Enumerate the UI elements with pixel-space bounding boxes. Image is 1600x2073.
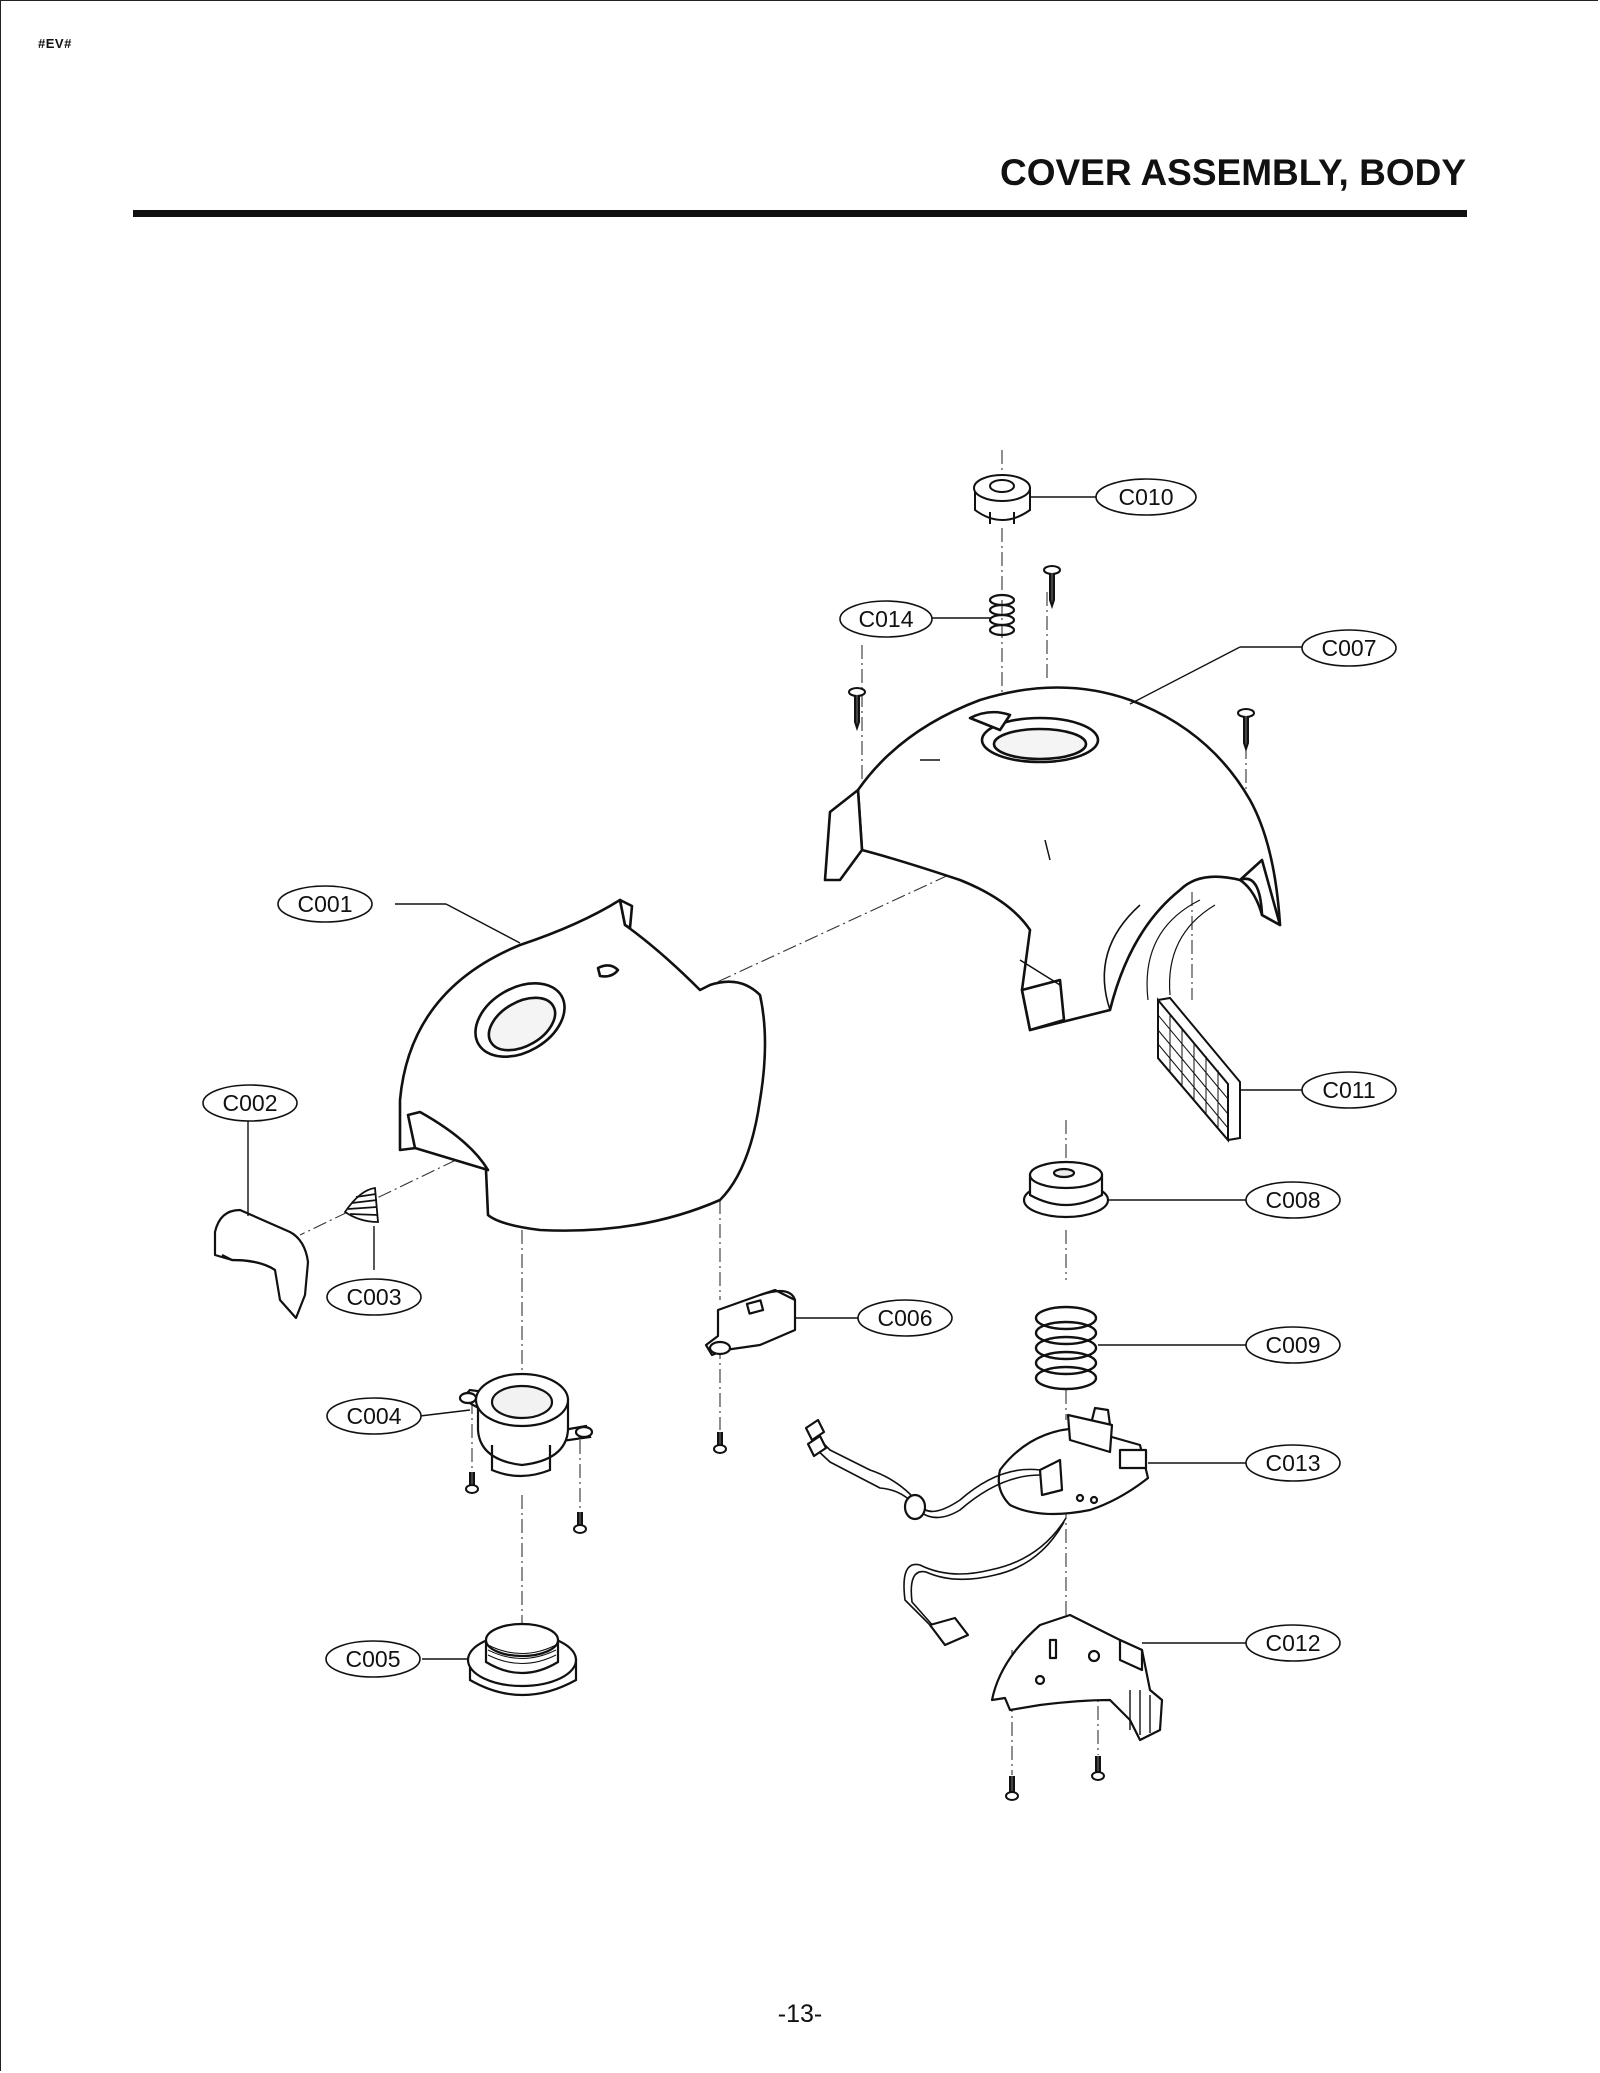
svg-text:C006: C006 <box>878 1305 933 1331</box>
label-C001: C001 <box>277 885 373 923</box>
label-C011: C011 <box>1301 1071 1397 1109</box>
label-C003: C003 <box>326 1278 422 1316</box>
svg-text:C008: C008 <box>1266 1187 1321 1213</box>
label-C012: C012 <box>1245 1624 1341 1662</box>
title-rule <box>133 210 1467 217</box>
svg-text:C004: C004 <box>347 1403 402 1429</box>
label-C009: C009 <box>1245 1326 1341 1364</box>
svg-text:C003: C003 <box>347 1284 402 1310</box>
label-C007: C007 <box>1301 629 1397 667</box>
spring-holder-part <box>1022 1160 1110 1219</box>
svg-text:C011: C011 <box>1322 1077 1375 1103</box>
handle-cap-part <box>213 1208 310 1320</box>
upper-cover-part <box>823 686 1282 1032</box>
svg-text:C007: C007 <box>1322 635 1377 661</box>
svg-text:C010: C010 <box>1119 484 1174 510</box>
knob-cap-part <box>973 474 1031 524</box>
svg-text:C002: C002 <box>223 1090 278 1116</box>
label-C008: C008 <box>1245 1181 1341 1219</box>
switch-part <box>704 1288 797 1357</box>
pcb-bracket-part <box>990 1613 1164 1742</box>
label-C010: C010 <box>1095 478 1197 516</box>
label-C002: C002 <box>202 1084 298 1122</box>
svg-text:C012: C012 <box>1266 1630 1321 1656</box>
svg-text:C014: C014 <box>859 606 914 632</box>
filter-grid-part <box>1157 996 1241 1143</box>
svg-text:C001: C001 <box>298 891 353 917</box>
part-labels: C010 C014 C007 C001 C002 C003 C004 C005 … <box>202 478 1397 1678</box>
svg-text:C013: C013 <box>1266 1450 1321 1476</box>
label-C005: C005 <box>325 1640 421 1678</box>
label-C004: C004 <box>326 1397 422 1435</box>
leader-lines <box>247 496 1302 1660</box>
label-C014: C014 <box>839 600 933 638</box>
document-tag: #EV# <box>38 36 72 51</box>
assembly-guide-lines <box>299 450 1247 1775</box>
nozzle-bottom-ring-part <box>466 1622 578 1696</box>
page-title: COVER ASSEMBLY, BODY <box>999 152 1466 193</box>
page-number: -13- <box>777 2000 823 2028</box>
pcb-assembly-part <box>804 1406 1150 1647</box>
svg-text:C005: C005 <box>346 1646 401 1672</box>
cone-part <box>343 1186 379 1223</box>
svg-text:C009: C009 <box>1266 1332 1321 1358</box>
small-spring-part <box>988 593 1016 637</box>
front-cover-part <box>398 898 767 1232</box>
nozzle-ring-part <box>458 1372 594 1478</box>
label-C006: C006 <box>857 1299 953 1337</box>
label-C013: C013 <box>1245 1444 1341 1482</box>
big-spring-part <box>1034 1305 1098 1391</box>
